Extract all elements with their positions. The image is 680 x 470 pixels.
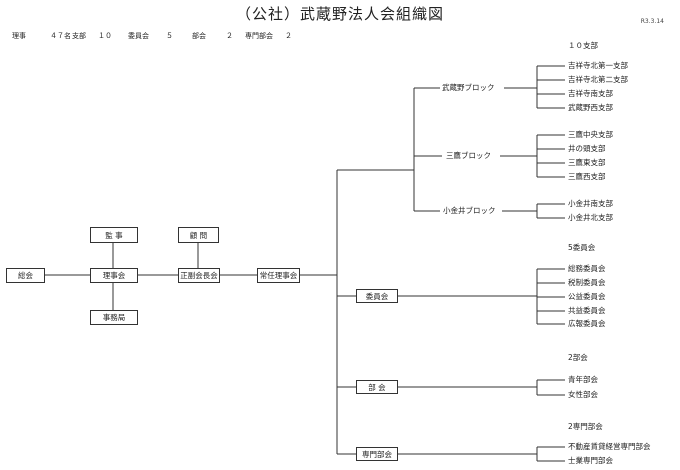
committee-item: 総務委員会 — [568, 264, 606, 273]
stat-special-count: ２ — [285, 32, 292, 40]
secretariat-box: 事務局 — [90, 310, 138, 325]
executive-box: 常任理事会 — [257, 268, 300, 283]
page-title: （公社）武蔵野法人会組織図 — [235, 5, 444, 23]
special-heading: 2専門部会 — [568, 422, 603, 431]
revision-date: R3.3.14 — [640, 18, 664, 25]
branch-item: 三鷹中央支部 — [568, 130, 613, 139]
division-item: 女性部会 — [568, 390, 598, 399]
block-musashino: 武蔵野ブロック — [442, 83, 495, 93]
president-box: 正副会長会 — [178, 268, 220, 283]
division-item: 青年部会 — [568, 375, 598, 384]
stat-divisions-count: ２ — [226, 32, 233, 40]
special-item: 士業専門部会 — [568, 456, 613, 465]
stat-committees-label: 委員会 — [128, 32, 149, 40]
committees-heading: 5委員会 — [568, 243, 596, 252]
special-item: 不動産賃貸経営専門部会 — [568, 442, 651, 451]
branch-item: 吉祥寺北第二支部 — [568, 75, 628, 84]
stat-special-label: 専門部会 — [245, 32, 273, 40]
divisions-heading: 2部会 — [568, 353, 588, 362]
branch-item: 吉祥寺南支部 — [568, 89, 613, 98]
committees-box: 委員会 — [356, 289, 398, 303]
divisions-box: 部 会 — [356, 380, 398, 394]
committee-item: 公益委員会 — [568, 292, 606, 301]
stat-committees-count: ５ — [166, 32, 173, 40]
auditor-box: 監 事 — [90, 227, 138, 243]
stat-directors-label: 理事 — [12, 32, 26, 40]
branch-item: 小金井南支部 — [568, 199, 613, 208]
committee-item: 共益委員会 — [568, 306, 606, 315]
branch-item: 井の頭支部 — [568, 144, 606, 153]
branch-item: 三鷹西支部 — [568, 172, 606, 181]
general-meeting-box: 総会 — [6, 268, 45, 283]
advisor-box: 顧 問 — [178, 227, 219, 243]
branch-item: 武蔵野西支部 — [568, 103, 613, 112]
branch-item: 吉祥寺北第一支部 — [568, 61, 628, 70]
board-box: 理事会 — [90, 268, 138, 283]
stat-divisions-label: 部会 — [192, 32, 206, 40]
block-mitaka: 三鷹ブロック — [446, 151, 491, 161]
branch-item: 小金井北支部 — [568, 213, 613, 222]
stat-branches-count: １０ — [98, 32, 112, 40]
block-koganei: 小金井ブロック — [443, 206, 496, 216]
stat-directors-count: ４７名 — [50, 32, 71, 40]
stat-branches-label: 支部 — [72, 32, 86, 40]
committee-item: 広報委員会 — [568, 319, 606, 328]
branch-item: 三鷹東支部 — [568, 158, 606, 167]
branches-heading: １０支部 — [568, 41, 598, 50]
special-box: 専門部会 — [356, 447, 398, 461]
committee-item: 税制委員会 — [568, 278, 606, 287]
